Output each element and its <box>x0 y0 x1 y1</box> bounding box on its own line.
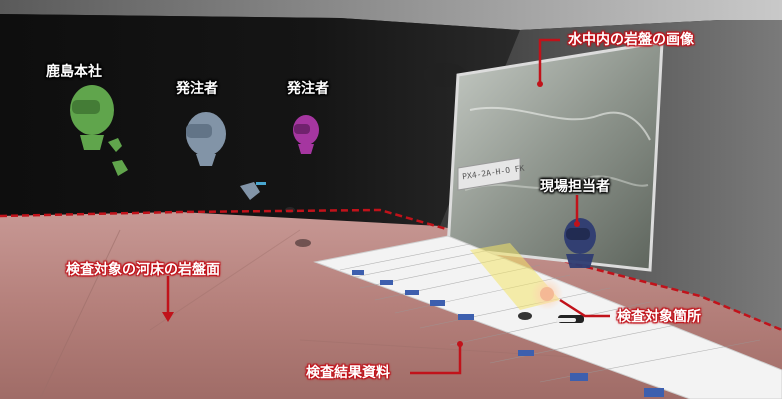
underwater-photo <box>446 40 664 272</box>
avatar-green-icon <box>70 85 128 176</box>
label-riverbed-surface: 検査対象の河床の岩盤面 <box>66 262 220 278</box>
ceiling <box>0 0 782 30</box>
back-wall <box>0 14 520 226</box>
avatar-purple-icon <box>293 115 319 154</box>
avatar-navy-icon <box>564 218 596 268</box>
label-underwater-image: 水中内の岩盤の画像 <box>568 32 694 48</box>
label-inspection-spot: 検査対象箇所 <box>617 309 701 325</box>
label-client-1: 発注者 <box>176 81 218 97</box>
label-site-staff: 現場担当者 <box>540 179 610 195</box>
label-inspection-docs: 検査結果資料 <box>306 365 390 381</box>
avatar-blue-icon <box>186 112 226 166</box>
label-kashima-hq: 鹿島本社 <box>46 64 102 80</box>
hand-icon <box>240 182 266 200</box>
label-client-2: 発注者 <box>287 81 329 97</box>
